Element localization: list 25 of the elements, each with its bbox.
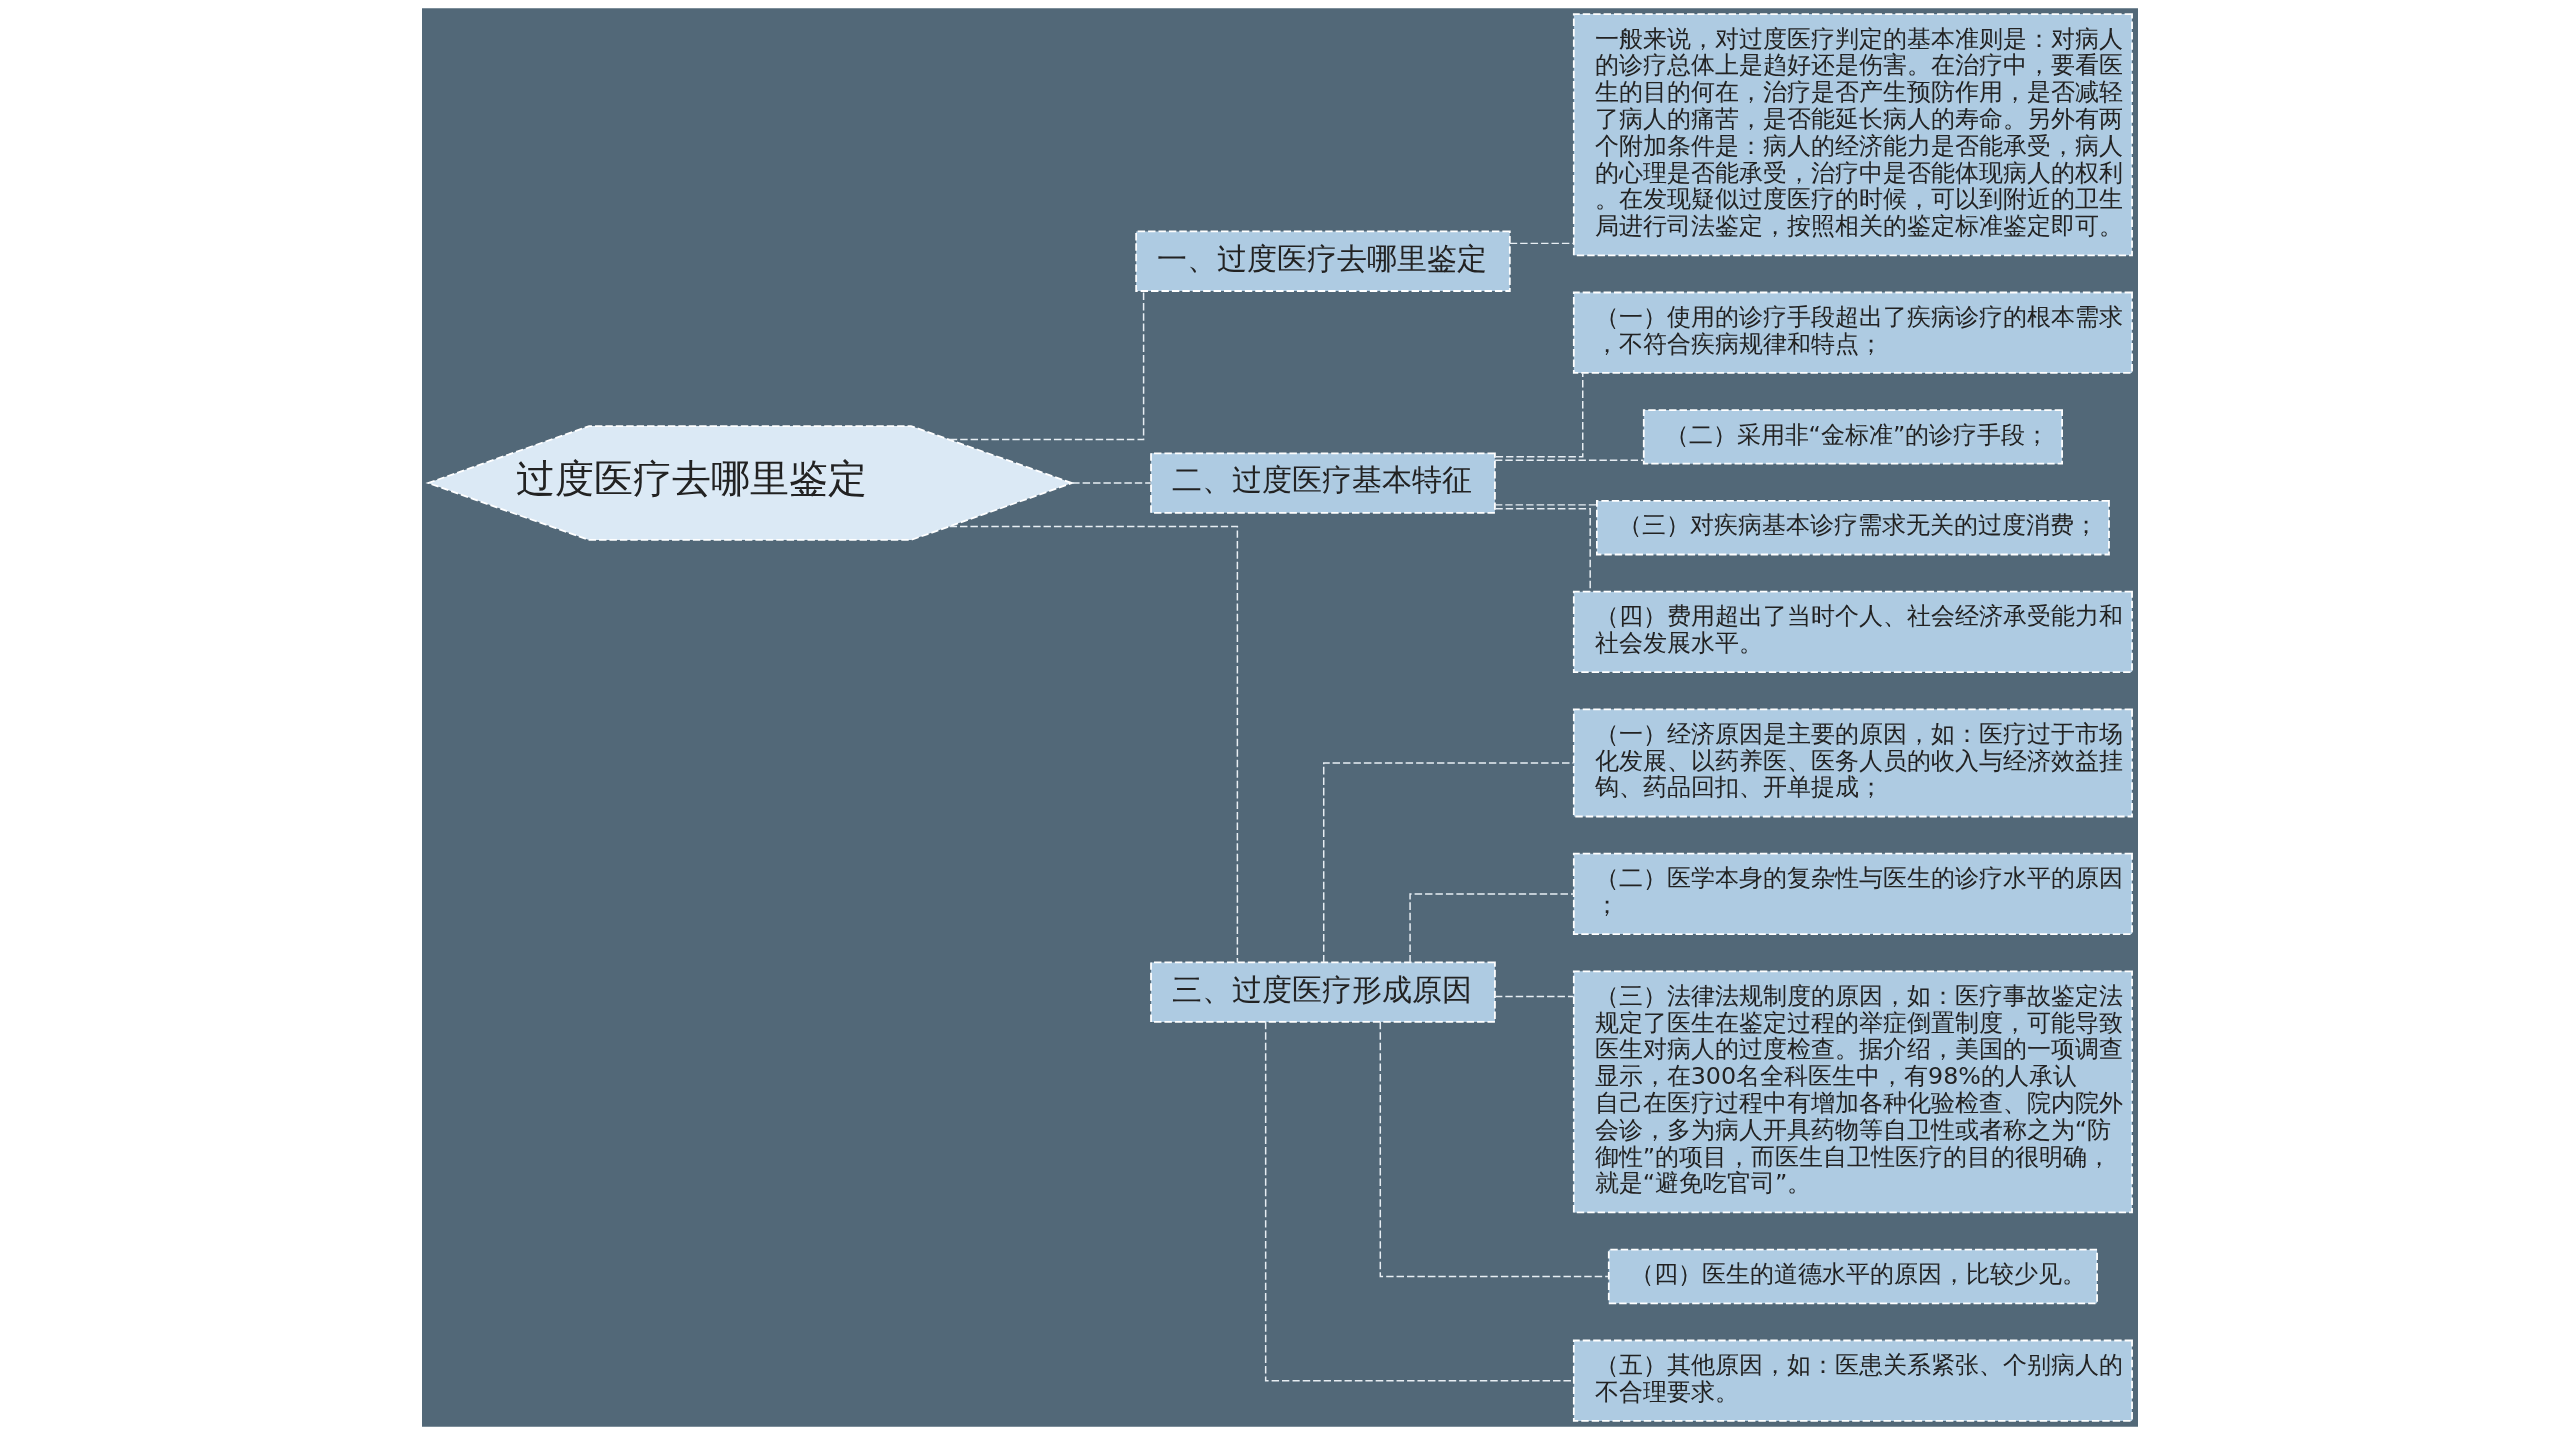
node-box: 二、过度医疗基本特征 <box>1150 452 1496 514</box>
connector <box>1071 482 1152 484</box>
connector <box>1494 504 1598 506</box>
connector <box>948 525 1239 964</box>
node-box: （一）经济原因是主要的原因，如：医疗过于市场化发展、以药养医、医务人员的收入与经济效益挂钩、药品回扣、开单提成； <box>1572 708 2133 818</box>
node-box: （三）对疾病基本诊疗需求无关的过度消费； <box>1596 500 2110 556</box>
node-box: （四）费用超出了当时个人、社会经济承受能力和社会发展水平。 <box>1572 590 2133 673</box>
node-box: （一）使用的诊疗手段超出了疾病诊疗的根本需求，不符合疾病规律和特点； <box>1572 291 2133 374</box>
connector <box>1494 508 1591 593</box>
connector <box>948 290 1145 441</box>
connector <box>1494 995 1575 998</box>
node-box: （四）医生的道德水平的原因，比较少见。 <box>1607 1248 2098 1305</box>
connector <box>1509 242 1575 245</box>
node-box: （五）其他原因，如：医患关系紧张、个别病人的不合理要求。 <box>1572 1339 2133 1422</box>
connector <box>1409 893 1575 963</box>
connector <box>1494 372 1584 458</box>
connector <box>1379 1021 1610 1278</box>
node-box: （三）法律法规制度的原因，如：医疗事故鉴定法规定了医生在鉴定过程的举症倒置制度，可能导致医生对病人的过度检查。据介绍，美国的一项调查显示，在300名全科医生中，有98%的人承认自己在医疗过程中有增加各种化验检查、院内院外会诊，多为病人开具药物等自卫性或者称之为“防御性”的项目，而医生自卫性医疗的目的很明确，就是“避免吃官司”。 <box>1572 970 2133 1214</box>
node-box: （二）采用非“金标准”的诊疗手段； <box>1642 409 2063 465</box>
connector <box>1322 762 1575 963</box>
node-box: 一般来说，对过度医疗判定的基本准则是：对病人的诊疗总体上是趋好还是伤害。在治疗中，要看医生的目的何在，治疗是否产生预防作用，是否减轻了病人的痛苦，是否能延长病人的寿命。另外有两个附加条件是：病人的经济能力是否能承受，病人的心理是否能承受，治疗中是否能体现病人的权利。在发现疑似过度医疗的时候，可以到附近的卫生局进行司法鉴定，按照相关的鉴定标准鉴定即可。 <box>1572 13 2133 257</box>
node-box: （二）医学本身的复杂性与医生的诊疗水平的原因； <box>1572 852 2133 935</box>
connector <box>1494 459 1645 461</box>
node-box: 三、过度医疗形成原因 <box>1150 961 1496 1023</box>
node-box: 一、过度医疗去哪里鉴定 <box>1135 230 1511 292</box>
